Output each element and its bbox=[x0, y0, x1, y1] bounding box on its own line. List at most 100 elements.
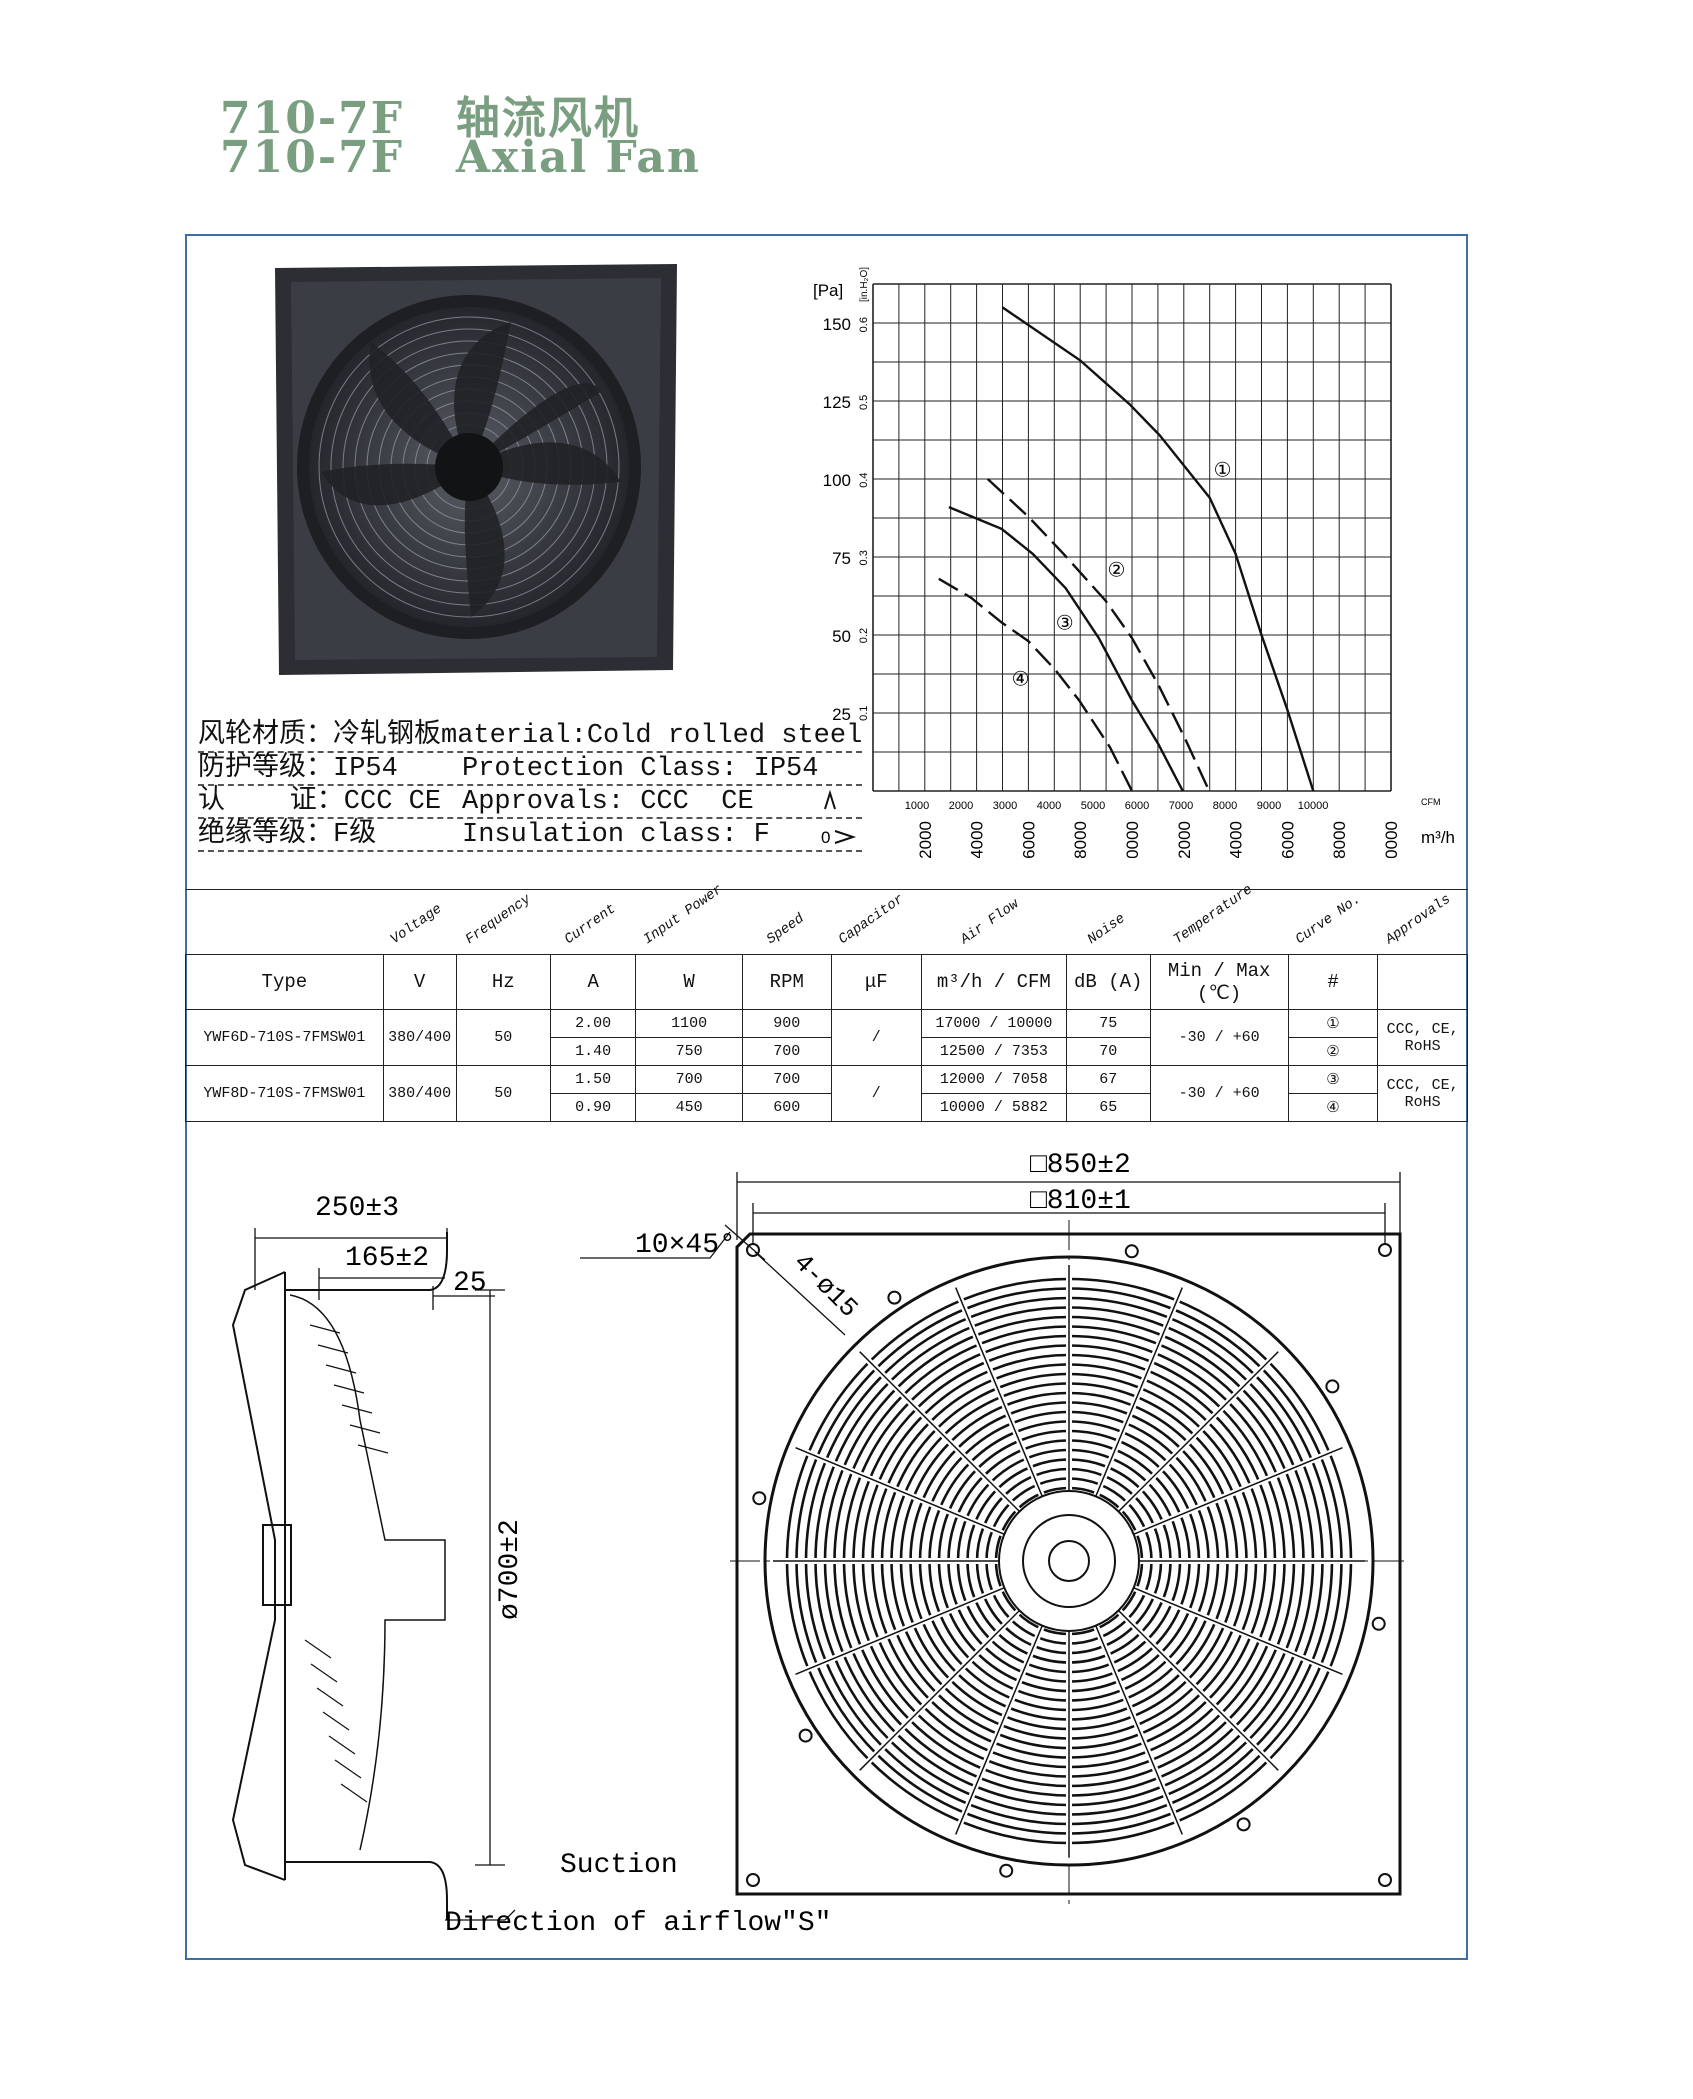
x-tick-label: 6000 bbox=[1019, 821, 1038, 858]
grille-spoke bbox=[1110, 1351, 1279, 1520]
blade-slot bbox=[322, 1711, 350, 1731]
x-tick-label: 8000 bbox=[1071, 821, 1090, 858]
speed-cell: 900 bbox=[741, 1009, 832, 1038]
y2-tick-label: 0.4 bbox=[858, 472, 870, 487]
cfm-tick-label: 5000 bbox=[1081, 800, 1105, 812]
up-arrow-icon bbox=[824, 789, 836, 810]
frequency-cell: 50 bbox=[455, 1065, 551, 1122]
header-label: Voltage bbox=[388, 901, 446, 948]
y-tick-label: 50 bbox=[832, 627, 851, 646]
side-blade-profile bbox=[289, 1294, 446, 1851]
voltage-cell: 380/400 bbox=[382, 1009, 457, 1066]
spec-list: 风轮材质：冷轧钢板material:Cold rolled steel 防护等级… bbox=[198, 720, 863, 852]
header-label: Speed bbox=[763, 910, 808, 948]
blade-slot bbox=[340, 1783, 368, 1803]
frequency-cell: 50 bbox=[455, 1009, 551, 1066]
curve-label: ② bbox=[1107, 559, 1125, 581]
cfm-tick-label: 8000 bbox=[1213, 800, 1237, 812]
curve-label: ④ bbox=[1012, 669, 1030, 691]
spec-cn: 绝缘等级：F级 bbox=[198, 820, 377, 850]
header-cell: Input Power bbox=[635, 882, 743, 955]
x-tick-label: 16000 bbox=[1278, 821, 1297, 858]
cfm-tick-label: 6000 bbox=[1125, 800, 1149, 812]
x-tick-label: 10000 bbox=[1123, 821, 1142, 858]
cfm-tick-label: 9000 bbox=[1257, 800, 1281, 812]
side-housing-left bbox=[231, 1271, 286, 1881]
current-cell: 1.40 bbox=[549, 1037, 637, 1066]
current-cell: 1.50 bbox=[549, 1065, 637, 1094]
y2-tick-label: 0.6 bbox=[858, 317, 870, 332]
unit-cell: Type bbox=[185, 954, 384, 1010]
spec-en: material:Cold rolled steel bbox=[441, 721, 863, 751]
junction-box bbox=[262, 1524, 292, 1606]
grille-spoke bbox=[1124, 1447, 1343, 1539]
y-tick-label: 75 bbox=[832, 549, 851, 568]
power-cell: 700 bbox=[635, 1065, 743, 1094]
curve-cell: ③ bbox=[1287, 1065, 1379, 1094]
suction-label: Suction bbox=[560, 1850, 678, 1881]
airflow-cell: 12000 / 7058 bbox=[920, 1065, 1067, 1094]
y-tick-label: 125 bbox=[823, 393, 851, 412]
blade-slot bbox=[304, 1639, 332, 1659]
header-cell: Noise bbox=[1066, 889, 1151, 955]
ring-bolt bbox=[887, 1290, 902, 1305]
title-cn: 710-7F 轴流风机 bbox=[220, 93, 640, 144]
unit-cell: V bbox=[382, 954, 457, 1010]
power-cell: 450 bbox=[635, 1093, 743, 1122]
y-tick-label: 150 bbox=[823, 315, 851, 334]
mount-hole bbox=[1378, 1873, 1392, 1887]
front-dimension-lines bbox=[580, 1172, 1401, 1336]
ring-bolt bbox=[798, 1728, 813, 1743]
noise-cell: 75 bbox=[1065, 1009, 1151, 1038]
y-tick-label: 25 bbox=[832, 705, 851, 724]
x-tick-label: 14000 bbox=[1227, 821, 1246, 858]
header-label: Capacitor bbox=[836, 891, 908, 948]
x-tick-label: 18000 bbox=[1330, 821, 1349, 858]
x-tick-label: 2000 bbox=[916, 821, 935, 858]
y2-tick-label: 0.2 bbox=[858, 628, 870, 643]
unit-cell: # bbox=[1287, 954, 1379, 1010]
temperature-cell: -30 / +60 bbox=[1149, 1009, 1289, 1066]
unit-cell: RPM bbox=[741, 954, 832, 1010]
ring-bolt bbox=[1124, 1244, 1139, 1259]
motor-hub-inner bbox=[1022, 1514, 1116, 1608]
dim-holes: 4-ø15 bbox=[787, 1247, 863, 1323]
header-cell: Capacitor bbox=[831, 889, 922, 955]
header-label: Frequency bbox=[463, 891, 535, 948]
blade-slot bbox=[310, 1663, 338, 1683]
capacitor-cell: / bbox=[830, 1065, 922, 1122]
unit-cell: μF bbox=[830, 954, 922, 1010]
ring-bolt bbox=[999, 1863, 1014, 1878]
grille-spoke bbox=[955, 1287, 1047, 1506]
grille-spoke bbox=[1091, 1287, 1183, 1506]
fan-photo bbox=[275, 264, 677, 675]
cfm-tick-label: 7000 bbox=[1169, 800, 1193, 812]
grille-spoke bbox=[1091, 1616, 1183, 1835]
blade-slot bbox=[316, 1687, 344, 1707]
x-tick-label: 4000 bbox=[968, 821, 987, 858]
header-label: Input Power bbox=[640, 881, 726, 948]
grille-spoke bbox=[955, 1616, 1047, 1835]
unit-cell: W bbox=[635, 954, 743, 1010]
origin-label: 0 bbox=[821, 828, 830, 847]
spec-en: Insulation class: F bbox=[462, 820, 770, 850]
noise-cell: 65 bbox=[1065, 1093, 1151, 1122]
noise-cell: 67 bbox=[1065, 1065, 1151, 1094]
spec-cn: 防护等级：IP54 bbox=[198, 754, 398, 784]
grille-spoke bbox=[859, 1602, 1028, 1771]
power-cell: 750 bbox=[635, 1037, 743, 1066]
dim-flange-depth: 25 bbox=[453, 1268, 487, 1299]
mount-hole bbox=[1378, 1243, 1392, 1257]
spec-row: 绝缘等级：F级 Insulation class: F bbox=[198, 819, 863, 852]
current-cell: 0.90 bbox=[549, 1093, 637, 1122]
type-cell: YWF6D-710S-7FMSW01 bbox=[185, 1009, 384, 1066]
header-label: Temperature bbox=[1170, 881, 1256, 948]
